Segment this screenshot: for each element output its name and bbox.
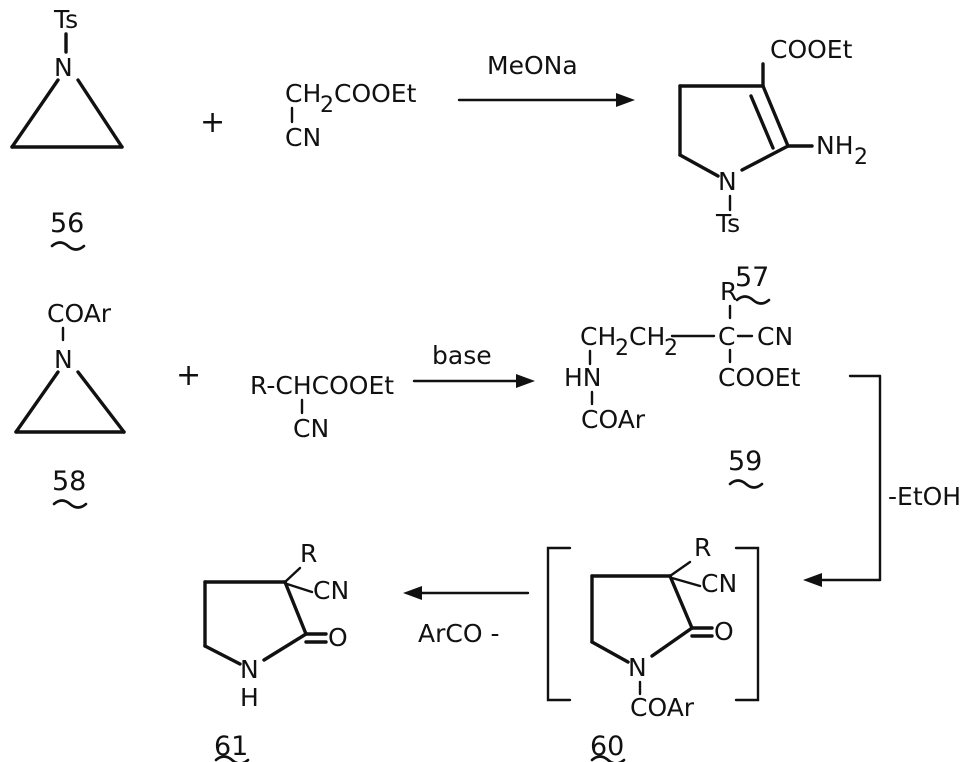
c58-number: 58 <box>52 466 86 497</box>
arrow-3: -EtOH <box>803 374 961 587</box>
c58-coar: COAr <box>47 299 112 328</box>
c57-ts: Ts <box>715 209 740 238</box>
c60-bracket-left <box>546 546 572 702</box>
compound-58: COAr N 58 <box>14 299 126 509</box>
c57-number: 57 <box>735 262 769 293</box>
c60-o: O <box>714 617 734 646</box>
reagent1-sub: 2 <box>320 93 334 118</box>
c60-c3-c2-bond <box>668 574 694 630</box>
arrow-1: MeONa <box>457 51 635 107</box>
compound-57: COOEt NH 2 N Ts 57 <box>678 35 868 305</box>
arrow-2: base <box>412 341 535 388</box>
c59-quat-c: C <box>718 322 735 351</box>
c59-hn: HN <box>564 363 602 392</box>
compound-56: Ts N 56 <box>10 5 124 251</box>
c59-sub-1: 2 <box>615 336 629 361</box>
c56-n-label: N <box>54 53 73 82</box>
reagent-alkyl-cyanoacetate: R-CHCOOEt CN <box>250 371 394 443</box>
reagent2-line1: R-CHCOOEt <box>250 371 394 400</box>
c58-n-label: N <box>54 345 73 374</box>
arrow2-label: base <box>432 341 492 370</box>
arrow3-head <box>803 573 822 587</box>
c61-ring-bottom-left <box>203 644 242 666</box>
arrow2-head <box>516 374 535 388</box>
arrow4-label: ArCO - <box>418 619 499 648</box>
c56-ring-right <box>76 78 124 149</box>
c61-r: R <box>300 539 317 568</box>
c61-h: H <box>240 683 259 712</box>
c56-ts-label: Ts <box>53 5 78 34</box>
c61-c-cn-bond <box>285 582 314 594</box>
compound-61: R CN O N H 61 <box>203 539 349 762</box>
c57-nh: NH <box>816 131 854 160</box>
compound-59: R CH 2 CH 2 C CN COOEt HN COAr 59 <box>564 277 801 489</box>
c59-ch-2: CH <box>629 322 665 351</box>
c57-n-label: N <box>718 167 737 196</box>
c56-number-tilde <box>50 241 86 251</box>
c60-c-r-bond <box>668 560 692 578</box>
c59-sub-2: 2 <box>664 336 678 361</box>
reagent1-ch: CH <box>285 79 321 108</box>
c56-number: 56 <box>50 208 84 239</box>
c57-double-bond <box>749 94 775 150</box>
c58-ring-right <box>76 370 126 434</box>
c60-c-cn-bond <box>670 576 702 588</box>
c61-c2-n-bond <box>262 632 308 662</box>
arrow1-head <box>616 93 635 107</box>
arrow4-head <box>403 586 422 600</box>
compound-60: R CN O N COAr 60 <box>546 533 760 762</box>
c56-ring-left <box>10 78 60 149</box>
reagent2-cn: CN <box>293 414 329 443</box>
c59-coar: COAr <box>581 405 646 434</box>
arrow1-label: MeONa <box>487 51 578 80</box>
c59-number: 59 <box>728 446 762 477</box>
c59-ester: COOEt <box>718 363 801 392</box>
c57-nh-sub: 2 <box>854 145 868 170</box>
c61-n-label: N <box>240 655 259 684</box>
c61-cn: CN <box>313 576 349 605</box>
c57-number-tilde <box>735 295 771 305</box>
c61-c3-c2-bond <box>283 580 308 636</box>
c59-ch-1: CH <box>580 322 616 351</box>
c58-number-tilde <box>52 499 88 509</box>
c60-r: R <box>694 533 711 562</box>
c57-ring-bottom-left <box>678 153 720 178</box>
c61-o: O <box>328 623 348 652</box>
c60-c2-n-bond <box>650 626 694 658</box>
c59-r: R <box>720 277 737 306</box>
c58-ring-left <box>14 370 60 434</box>
reagent1-ester: COOEt <box>334 79 417 108</box>
arrow3-label: -EtOH <box>888 482 961 511</box>
arrow-4: ArCO - <box>403 586 530 648</box>
c60-ring-bottom-left <box>590 640 630 664</box>
c57-ester: COOEt <box>770 35 853 64</box>
c57-ring-bottom-right <box>740 144 790 172</box>
reagent1-cn: CN <box>285 123 321 152</box>
c60-n-label: N <box>628 653 647 682</box>
plus-1: + <box>200 105 225 140</box>
c60-coar: COAr <box>630 693 695 722</box>
reagent-ethyl-cyanoacetate: CH 2 COOEt CN <box>285 79 417 152</box>
c60-cn: CN <box>701 569 737 598</box>
c59-cn: CN <box>757 322 793 351</box>
c61-number-tilde <box>214 755 250 762</box>
c60-number-tilde <box>590 755 626 762</box>
plus-2: + <box>176 358 201 393</box>
c59-number-tilde <box>728 479 764 489</box>
c60-bracket-right <box>734 546 760 702</box>
c61-c-r-bond <box>283 566 302 584</box>
c57-c2-c3-bond <box>761 84 790 148</box>
